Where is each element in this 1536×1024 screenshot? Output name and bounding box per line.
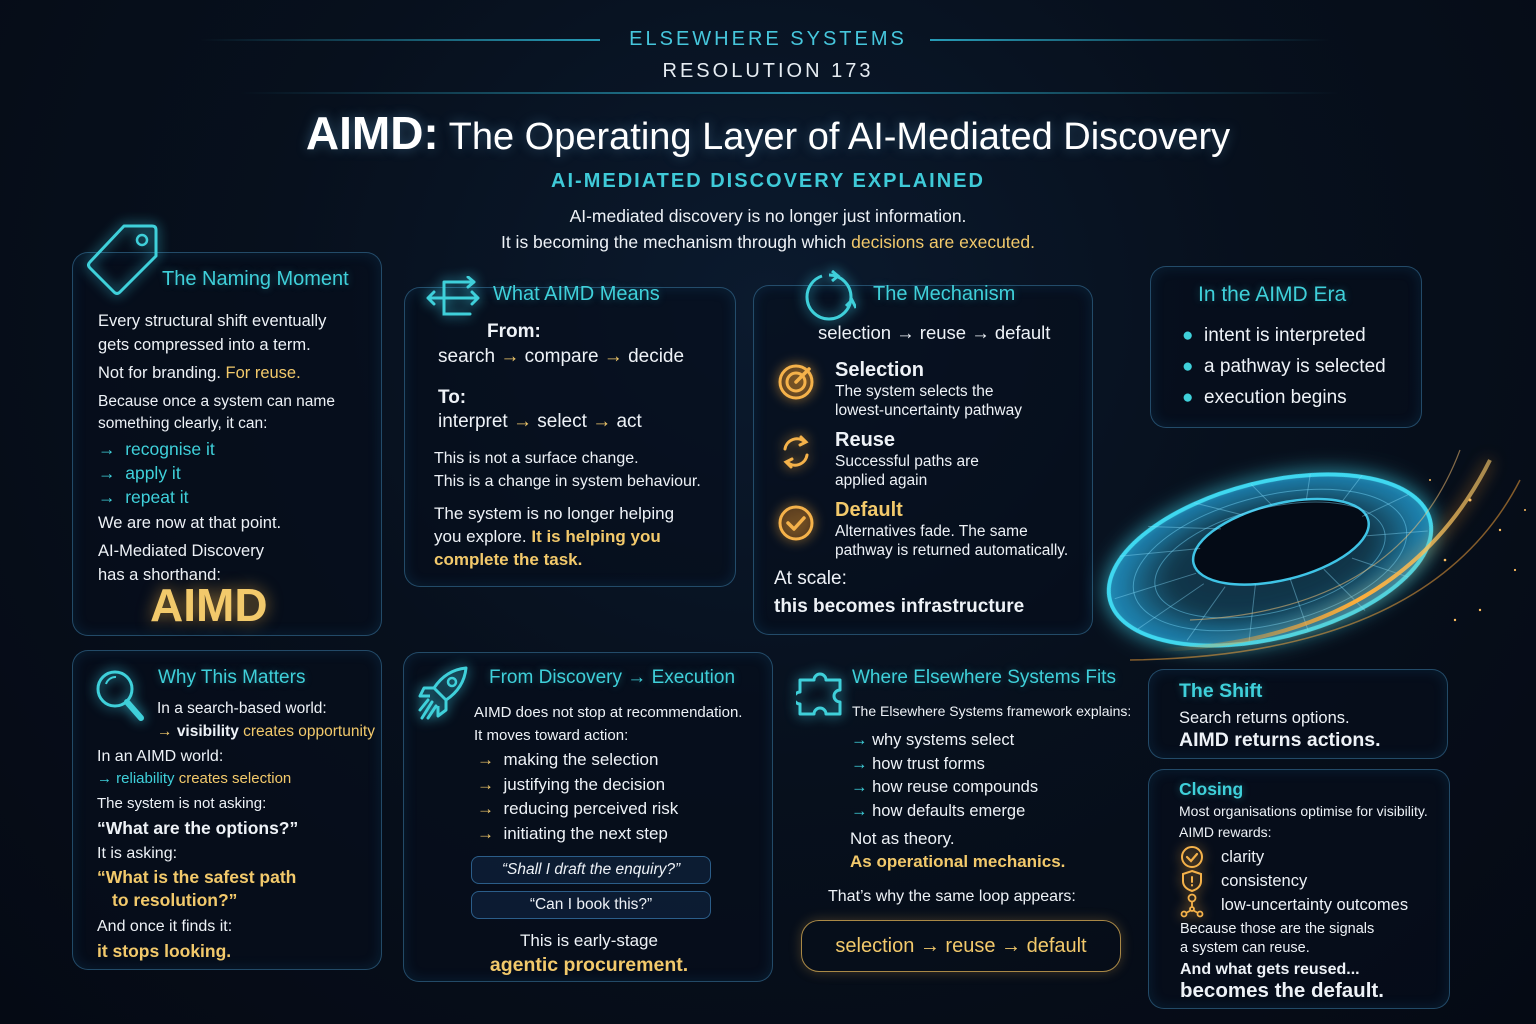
elsewhere-fits-intro: The Elsewhere Systems framework explains…	[852, 703, 1132, 719]
page-title: AIMD: The Operating Layer of AI-Mediated…	[0, 106, 1536, 160]
list-item: ● execution begins	[1182, 387, 1347, 408]
at-scale-highlight: this becomes infrastructure	[774, 596, 1025, 617]
closing-body: Because those are the signals a system c…	[1180, 921, 1375, 956]
list-item: → justifying the decision	[477, 774, 666, 794]
header-divider	[240, 92, 1340, 94]
aimd-acronym: AIMD	[150, 579, 268, 631]
list-item: → repeat it	[98, 487, 189, 507]
intro-line-2: It is becoming the mechanism through whi…	[500, 232, 1036, 252]
puzzle-icon	[796, 672, 842, 716]
rocket-icon	[418, 666, 468, 720]
network-icon	[1180, 893, 1204, 918]
torus-illustration	[1106, 449, 1526, 661]
closing-default: becomes the default.	[1180, 979, 1384, 1002]
target-icon	[778, 364, 814, 400]
magnifier-icon	[96, 670, 144, 721]
why-matters-body: In an AIMD world: → reliability creates …	[97, 748, 299, 961]
same-loop-label: That’s why the same loop appears:	[828, 888, 1076, 905]
intro-text: AI-mediated discovery is no longer just …	[0, 203, 1536, 255]
closing-intro: Most organisations optimise for visibili…	[1179, 803, 1428, 840]
list-item: ● a pathway is selected	[1182, 356, 1386, 377]
prompt-book-this[interactable]: “Can I book this?”	[471, 891, 711, 919]
mechanism-item-reuse: Reuse Successful paths are applied again	[835, 429, 979, 489]
check-circle-icon	[1181, 846, 1203, 868]
mechanism-item-selection: Selection The system selects the lowest-…	[835, 359, 1022, 419]
discovery-execution-intro: AIMD does not stop at recommendation. It…	[474, 704, 743, 744]
list-item: → apply it	[98, 463, 181, 483]
arrows-branch-icon	[426, 276, 480, 316]
from-steps: search → compare → decide	[438, 346, 685, 367]
agentic-procurement-text: This is early-stage agentic procurement.	[489, 931, 689, 976]
list-item: → how trust forms	[851, 754, 985, 773]
closing-title: Closing	[1179, 779, 1244, 799]
page-subtitle: AI-MEDIATED DISCOVERY EXPLAINED	[551, 170, 985, 192]
to-label: To:	[438, 387, 467, 408]
loop-pill: selection → reuse → default	[801, 920, 1121, 972]
card-shift	[1148, 669, 1448, 759]
brand-divider-left	[200, 39, 600, 41]
why-matters-intro: In a search-based world: → visibility cr…	[157, 700, 375, 740]
resolution-label: RESOLUTION 173	[662, 60, 874, 82]
to-steps: interpret → select → act	[438, 411, 642, 432]
card-aimd-era	[1150, 266, 1422, 428]
discovery-execution-list: → making the selection → justifying the …	[477, 748, 678, 846]
list-item: clarity	[1221, 848, 1265, 866]
aimd-era-title: In the AIMD Era	[1198, 283, 1347, 306]
naming-moment-body: Every structural shift eventually gets c…	[98, 309, 378, 587]
what-aimd-means-title: What AIMD Means	[493, 283, 660, 305]
intro-line-1: AI-mediated discovery is no longer just …	[569, 206, 967, 226]
closing-reused: And what gets reused...	[1180, 961, 1360, 978]
list-item: ● intent is interpreted	[1182, 325, 1366, 346]
elsewhere-fits-title: Where Elsewhere Systems Fits	[852, 667, 1116, 688]
list-item: → why systems select	[851, 731, 1015, 749]
mechanism-loop: selection → reuse → default	[818, 322, 1051, 343]
closing-rewards-list: clarity consistency low-uncertainty outc…	[1221, 845, 1408, 917]
mechanism-item-default: Default Alternatives fade. The same path…	[835, 499, 1069, 559]
card-discovery-execution	[403, 652, 773, 982]
shield-icon	[1182, 869, 1202, 893]
list-item: → making the selection	[477, 750, 659, 769]
list-item: → initiating the next step	[477, 823, 668, 843]
check-circle-icon	[778, 505, 814, 541]
elsewhere-fits-list: → why systems select → how trust forms →…	[851, 729, 1038, 823]
what-aimd-means-body: This is not a surface change. This is a …	[434, 450, 701, 569]
cycle-icon	[805, 270, 856, 321]
title-rest: The Operating Layer of AI-Mediated Disco…	[438, 116, 1231, 158]
list-item: → recognise it	[98, 439, 215, 459]
card-closing	[1148, 769, 1450, 1009]
card-what-aimd-means	[404, 287, 736, 587]
title-prefix: AIMD:	[305, 107, 439, 159]
mechanism-title: The Mechanism	[873, 283, 1016, 305]
from-label: From:	[487, 321, 541, 342]
card-mechanism	[753, 285, 1093, 635]
shift-line-2: AIMD returns actions.	[1179, 729, 1381, 751]
list-item: → how reuse compounds	[851, 778, 1039, 796]
brand-name: ELSEWHERE SYSTEMS	[629, 28, 907, 50]
shift-line-1: Search returns options.	[1179, 709, 1350, 727]
card-naming-moment	[72, 252, 382, 636]
list-item: consistency	[1221, 872, 1308, 890]
list-item: → reducing perceived risk	[477, 799, 679, 818]
shift-title: The Shift	[1179, 680, 1263, 702]
refresh-icon	[783, 435, 809, 469]
discovery-execution-title: From Discovery → Execution	[489, 667, 736, 688]
intro-highlight: decisions are executed.	[851, 232, 1036, 252]
list-item: low-uncertainty outcomes	[1221, 896, 1409, 914]
prompt-draft-enquiry[interactable]: “Shall I draft the enquiry?”	[471, 856, 711, 884]
why-matters-title: Why This Matters	[158, 667, 306, 688]
brand-divider-right	[930, 39, 1330, 41]
elsewhere-fits-body: Not as theory. As operational mechanics.	[850, 829, 1066, 871]
naming-moment-title: The Naming Moment	[162, 268, 349, 290]
list-item: → how defaults emerge	[851, 801, 1026, 820]
at-scale-label: At scale:	[774, 568, 847, 589]
aimd-era-list: ● intent is interpreted ● a pathway is s…	[1182, 320, 1386, 413]
tag-icon	[87, 224, 158, 295]
